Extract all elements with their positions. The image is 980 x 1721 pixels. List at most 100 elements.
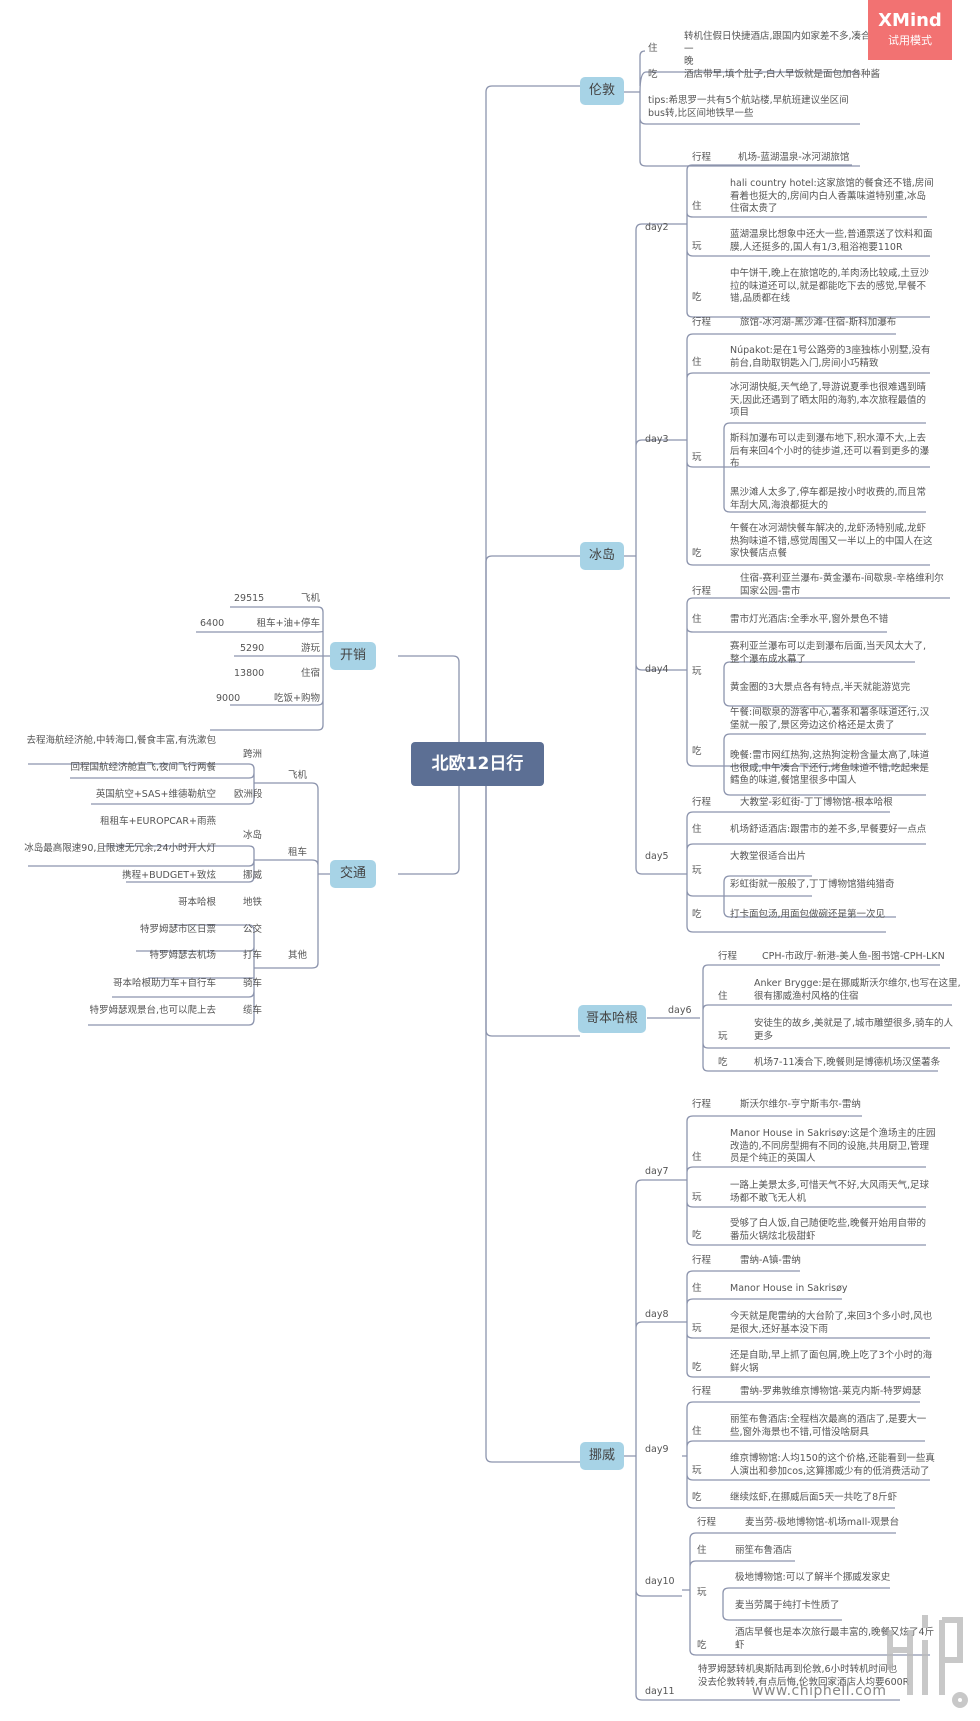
play-note: 维京博物馆:人均150的这个价格,还能看到一些真 人演出和参加cos,这算挪威少…: [730, 1453, 935, 1477]
stay-note: Anker Brygge:是在挪威斯沃尔维尔,也写在这里, 很有挪威渔村风格的住…: [754, 978, 961, 1002]
key-route: 行程: [692, 586, 712, 597]
key-route: 行程: [697, 1517, 717, 1528]
play-note: 蓝湖温泉比想象中还大一些,普通票送了饮料和面 膜,人还挺多的,国人有1/3,租浴…: [730, 229, 933, 253]
transport-note: 携程+BUDGET+致炫: [122, 870, 216, 881]
key-play: 玩: [692, 1465, 702, 1476]
key-play: 玩: [692, 241, 702, 252]
key-play: 玩: [692, 1323, 702, 1334]
topic-cost[interactable]: 开销: [330, 642, 376, 670]
route-note: 机场-蓝湖温泉-冰河湖旅馆: [738, 152, 850, 163]
day-label[interactable]: day2: [645, 222, 669, 233]
transport-sub[interactable]: 跨洲: [243, 749, 263, 760]
cost-category: 游玩: [300, 643, 320, 654]
key-stay: 住: [692, 1283, 702, 1294]
route-note: CPH-市政厅-新港-美人鱼-图书馆-CPH-LKN: [762, 951, 945, 962]
topic-norway[interactable]: 挪威: [580, 1442, 624, 1470]
topic-london[interactable]: 伦敦: [580, 77, 624, 105]
day-label[interactable]: day9: [645, 1444, 669, 1455]
key-route: 行程: [692, 317, 712, 328]
transport-sub[interactable]: 打车: [243, 950, 263, 961]
day-label[interactable]: day4: [645, 664, 669, 675]
key-play: 玩: [692, 452, 702, 463]
stay-note: 雷市灯光酒店:全季水平,窗外景色不错: [730, 614, 889, 625]
key-eat: 吃: [692, 1362, 702, 1373]
key-eat: 吃: [692, 746, 702, 757]
day-label[interactable]: day10: [645, 1576, 675, 1587]
transport-note: 特罗姆瑟去机场: [149, 950, 216, 961]
xmind-trial-badge: XMind 试用模式: [868, 0, 952, 60]
key-play: 玩: [692, 865, 702, 876]
play-note: 大教堂很适合出片: [730, 851, 807, 862]
chiphell-url: www.chiphell.com: [752, 1683, 887, 1699]
key-stay: 住: [692, 1426, 702, 1437]
play-note: 冰河湖快艇,天气绝了,导游说夏季也很难遇到晴 天,因此还遇到了晒太阳的海豹,本次…: [730, 382, 927, 418]
stay-note: hali country hotel:这家旅馆的餐食还不错,房间 看着也挺大的,…: [730, 178, 934, 214]
play-note: 彩虹街就一般般了,丁丁博物馆猎纯猎奇: [730, 879, 895, 890]
route-note: 住宿-赛利亚兰瀑布-黄金瀑布-间歇泉-辛格维利尔 国家公园-雷市: [740, 573, 944, 597]
key-stay: 住: [718, 991, 728, 1002]
key-route: 行程: [692, 1386, 712, 1397]
transport-group[interactable]: 租车: [288, 847, 308, 858]
play-note: 极地博物馆:可以了解半个挪威发家史: [735, 1572, 891, 1583]
eat-note: 午餐在冰河湖快餐车解决的,龙虾汤特别咸,龙虾 热狗味道不错,感觉周围又一半以上的…: [730, 523, 933, 559]
cost-category: 吃饭+购物: [274, 693, 320, 704]
transport-sub[interactable]: 缆车: [243, 1005, 263, 1016]
play-note: 斯科加瀑布可以走到瀑布地下,积水潭不大,上去 后有来回4个小时的徒步道,还可以看…: [730, 433, 930, 469]
london-tips-note: tips:希思罗一共有5个航站楼,早航班建议坐区间 bus转,比区间地铁早一些: [648, 95, 849, 119]
london-eat-note: 酒店带早,填个肚子,白人早饭就是面包加各种酱: [684, 69, 881, 80]
stay-note: Manor House in Sakrisøy:这是个渔场主的庄园 改造的,不同…: [730, 1128, 936, 1164]
route-note: 斯沃尔维尔-亨宁斯韦尔-雷纳: [740, 1099, 861, 1110]
key-play: 玩: [692, 1192, 702, 1203]
key-stay: 住: [697, 1545, 707, 1556]
transport-sub[interactable]: 公交: [243, 924, 263, 935]
transport-sub[interactable]: 欧洲段: [234, 789, 263, 800]
transport-sub[interactable]: 冰岛: [243, 830, 263, 841]
transport-note: 去程海航经济舱,中转海口,餐食丰富,有洗漱包: [26, 735, 216, 746]
cost-amount: 5290: [240, 643, 265, 654]
play-note: 麦当劳属于纯打卡性质了: [735, 1600, 840, 1611]
root-topic[interactable]: 北欧12日行: [411, 742, 544, 786]
eat-note: 午餐:间歇泉的游客中心,薯条和薯条味道还行,汉 堡就一般了,景区旁边这价格还是太…: [730, 707, 930, 731]
day-label[interactable]: day6: [668, 1005, 692, 1016]
key-stay: 住: [692, 824, 702, 835]
key-eat: 吃: [718, 1057, 728, 1068]
cost-amount: 29515: [234, 593, 265, 604]
play-note: 赛利亚兰瀑布可以走到瀑布后面,当天风太大了, 整个瀑布成水幕了: [730, 641, 927, 665]
key-eat: 吃: [648, 69, 658, 80]
route-note: 麦当劳-极地博物馆-机场mall-观景台: [745, 1517, 900, 1528]
topic-iceland[interactable]: 冰岛: [580, 542, 624, 570]
transport-sub[interactable]: 地铁: [243, 897, 263, 908]
xmind-logo-text: XMind: [878, 10, 942, 31]
play-note: 黄金圈的3大景点各有特点,半天就能游览完: [730, 682, 911, 693]
key-play: 玩: [718, 1031, 728, 1042]
transport-sub[interactable]: 挪威: [243, 870, 263, 881]
transport-sub[interactable]: 骑车: [243, 978, 263, 989]
route-note: 旅馆-冰河湖-黑沙滩-住宿-斯科加瀑布: [740, 317, 897, 328]
transport-group[interactable]: 飞机: [288, 770, 308, 781]
cost-category: 住宿: [300, 668, 320, 679]
topic-copenhagen[interactable]: 哥本哈根: [578, 1005, 646, 1033]
route-note: 雷纳-罗弗敦维京博物馆-莱克内斯-特罗姆瑟: [740, 1386, 922, 1397]
topic-transport[interactable]: 交通: [330, 860, 376, 888]
day-label[interactable]: day7: [645, 1166, 669, 1177]
eat-note: 还是自助,早上抓了面包屑,晚上吃了3个小时的海 鲜火锅: [730, 1350, 933, 1374]
day-label[interactable]: day8: [645, 1309, 669, 1320]
trial-mode-text: 试用模式: [888, 34, 932, 47]
transport-note: 特罗姆瑟市区日票: [139, 924, 216, 935]
cost-amount: 9000: [216, 693, 241, 704]
day-label[interactable]: day11: [645, 1686, 675, 1697]
stay-note: Núpakot:是在1号公路旁的3座独栋小别墅,没有 前台,自助取钥匙入门,房间…: [730, 345, 931, 369]
day-label[interactable]: day5: [645, 851, 669, 862]
day-label[interactable]: day3: [645, 434, 669, 445]
transport-group[interactable]: 其他: [288, 950, 308, 961]
key-stay: 住: [692, 357, 702, 368]
transport-note: 特罗姆瑟观景台,也可以爬上去: [89, 1005, 216, 1016]
transport-note: 哥本哈根助力车+自行车: [113, 978, 216, 989]
key-stay: 住: [692, 1152, 702, 1163]
play-note: 一路上美景太多,可惜天气不好,大风雨天气,足球 场都不敢飞无人机: [730, 1180, 930, 1204]
key-eat: 吃: [697, 1640, 707, 1651]
transport-note: 冰岛最高限速90,且限速无冗余,24小时开大灯: [24, 843, 216, 854]
play-note: 今天就是爬雷纳的大台阶了,来回3个多小时,风也 是很大,还好基本没下雨: [730, 1311, 933, 1335]
